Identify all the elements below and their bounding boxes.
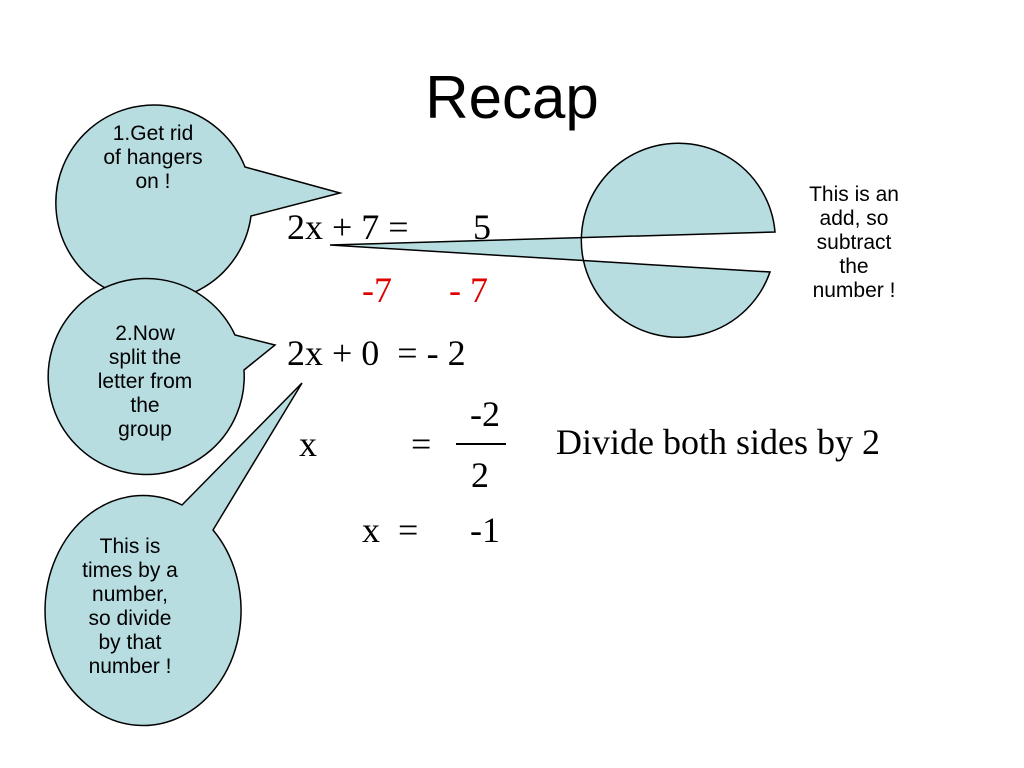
- bubble-add-tip-shape: [329, 142, 776, 338]
- equation-line2-right: - 7: [449, 270, 488, 310]
- bubble-add-tip-text: This is an add, so subtract the number !: [809, 183, 899, 302]
- equation-line4-x: x: [299, 424, 317, 464]
- equation-line2-left: -7: [362, 270, 392, 310]
- equation-line1-right: 5: [473, 207, 491, 247]
- equation-line5-right: -1: [470, 510, 500, 550]
- fraction-bar: [456, 443, 506, 445]
- bubble-step2-text: 2.Now split the letter from the group: [97, 322, 193, 441]
- equation-line1-left: 2x + 7 =: [287, 207, 409, 247]
- slide-title: Recap: [425, 64, 599, 131]
- bubble-step1-text: 1.Get rid of hangers on !: [103, 122, 203, 193]
- bubble-step2-shape: [47, 277, 277, 476]
- divide-note: Divide both sides by 2: [556, 422, 880, 462]
- fraction-numerator: -2: [470, 394, 500, 434]
- fraction-denominator: 2: [471, 455, 489, 495]
- equation-line4-equals: =: [411, 424, 432, 464]
- equation-line3: 2x + 0 = - 2: [287, 333, 466, 373]
- bubble-times-tip-shape: [44, 382, 303, 727]
- bubble-times-tip-text: This is times by a number, so divide by …: [82, 535, 178, 678]
- equation-line5-left: x =: [362, 510, 419, 550]
- bubble-step1-shape: [55, 104, 343, 302]
